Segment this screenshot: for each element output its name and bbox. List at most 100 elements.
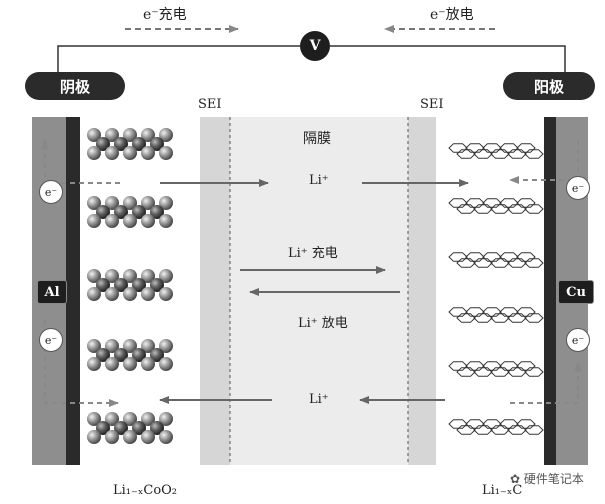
electron-badge: e⁻ bbox=[566, 176, 590, 200]
cathode-atom bbox=[159, 339, 173, 353]
voltmeter-label: V bbox=[309, 38, 321, 54]
cathode-atom bbox=[87, 269, 101, 283]
graphite-ring bbox=[465, 307, 485, 317]
graphite-ring bbox=[524, 367, 544, 377]
cathode-atom bbox=[114, 278, 128, 292]
cathode-atom bbox=[159, 269, 173, 283]
cathode-atom bbox=[141, 430, 155, 444]
sei-right-layer bbox=[408, 117, 436, 465]
cathode-atom bbox=[123, 146, 137, 160]
cathode-atom bbox=[141, 412, 155, 426]
graphite-ring bbox=[507, 204, 527, 214]
cathode-formula: Li₁₋ₓCoO₂ bbox=[113, 483, 178, 498]
cathode-atom bbox=[114, 205, 128, 219]
cathode-atom bbox=[87, 339, 101, 353]
watermark: ✿ 硬件笔记本 bbox=[510, 472, 584, 486]
cathode-atom bbox=[123, 339, 137, 353]
cathode-atom bbox=[141, 287, 155, 301]
sei-left-layer bbox=[200, 117, 230, 465]
graphite-ring bbox=[516, 307, 536, 317]
cathode-atom bbox=[141, 339, 155, 353]
external-wire bbox=[57, 45, 566, 80]
electron-badge: e⁻ bbox=[39, 180, 63, 204]
cathode-atom bbox=[105, 128, 119, 142]
cathode-atom bbox=[150, 421, 164, 435]
graphite-ring bbox=[516, 252, 536, 262]
cathode-atom bbox=[123, 412, 137, 426]
cathode-atom bbox=[114, 137, 128, 151]
graphite-ring bbox=[490, 149, 510, 159]
graphite-ring bbox=[490, 258, 510, 268]
cathode-atom bbox=[87, 196, 101, 210]
graphite-ring bbox=[516, 198, 536, 208]
graphite-ring bbox=[456, 313, 476, 323]
graphite-ring bbox=[482, 307, 502, 317]
li-ion-label-bottom: Li⁺ bbox=[309, 392, 329, 407]
graphite-ring bbox=[456, 425, 476, 435]
sei-left-label: SEI bbox=[198, 97, 222, 112]
graphite-ring bbox=[456, 149, 476, 159]
separator-label: 隔膜 bbox=[303, 131, 331, 147]
cathode-atom bbox=[123, 128, 137, 142]
graphite-ring bbox=[524, 313, 544, 323]
aluminum-tag: Al bbox=[37, 280, 67, 304]
graphite-ring bbox=[507, 367, 527, 377]
cathode-atom bbox=[141, 357, 155, 371]
anode-formula: Li₁₋ₓC bbox=[482, 483, 523, 498]
graphite-ring bbox=[490, 425, 510, 435]
cathode-atom bbox=[87, 357, 101, 371]
graphite-ring bbox=[465, 252, 485, 262]
cathode-atom bbox=[87, 412, 101, 426]
cathode-atom bbox=[159, 412, 173, 426]
cathode-atom bbox=[141, 128, 155, 142]
cathode-atom bbox=[96, 137, 110, 151]
graphite-ring bbox=[482, 198, 502, 208]
graphite-ring bbox=[516, 419, 536, 429]
graphite-ring bbox=[507, 149, 527, 159]
cathode-atom bbox=[159, 196, 173, 210]
cathode-atom bbox=[87, 128, 101, 142]
anode-graphite bbox=[448, 143, 544, 435]
discharge-flow-label: e⁻放电 bbox=[430, 7, 474, 23]
graphite-ring bbox=[473, 149, 493, 159]
cathode-atom bbox=[105, 196, 119, 210]
cathode-atom bbox=[123, 269, 137, 283]
graphite-ring bbox=[465, 143, 485, 153]
cathode-atom bbox=[159, 128, 173, 142]
graphite-ring bbox=[456, 204, 476, 214]
cathode-atom bbox=[123, 430, 137, 444]
charge-flow-label: e⁻充电 bbox=[143, 7, 187, 23]
cathode-atom bbox=[123, 357, 137, 371]
graphite-ring bbox=[499, 307, 519, 317]
wechat-icon: ✿ bbox=[510, 472, 521, 486]
cathode-atom bbox=[96, 348, 110, 362]
cathode-atom bbox=[141, 214, 155, 228]
graphite-ring bbox=[456, 258, 476, 268]
cathode-atom bbox=[159, 214, 173, 228]
li-ion-label-top: Li⁺ bbox=[309, 173, 329, 188]
cathode-atom bbox=[141, 269, 155, 283]
cathode-atom bbox=[150, 348, 164, 362]
graphite-ring bbox=[524, 425, 544, 435]
graphite-ring bbox=[524, 149, 544, 159]
cathode-atom bbox=[123, 196, 137, 210]
graphite-ring bbox=[507, 258, 527, 268]
cathode-atom bbox=[141, 196, 155, 210]
cathode-atom bbox=[123, 287, 137, 301]
cathode-title: 阴极 bbox=[25, 72, 125, 100]
cathode-atom bbox=[105, 430, 119, 444]
cathode-atom bbox=[150, 137, 164, 151]
li-discharge-label: Li⁺ 放电 bbox=[298, 316, 348, 331]
cathode-atom bbox=[105, 339, 119, 353]
cathode-atom bbox=[150, 205, 164, 219]
cathode-atom bbox=[159, 430, 173, 444]
graphite-ring bbox=[473, 204, 493, 214]
copper-tag: Cu bbox=[558, 280, 594, 304]
graphite-ring bbox=[490, 367, 510, 377]
graphite-ring bbox=[499, 252, 519, 262]
graphite-ring bbox=[482, 361, 502, 371]
graphite-ring bbox=[473, 258, 493, 268]
graphite-ring bbox=[465, 419, 485, 429]
graphite-ring bbox=[507, 313, 527, 323]
cathode-atom bbox=[96, 205, 110, 219]
